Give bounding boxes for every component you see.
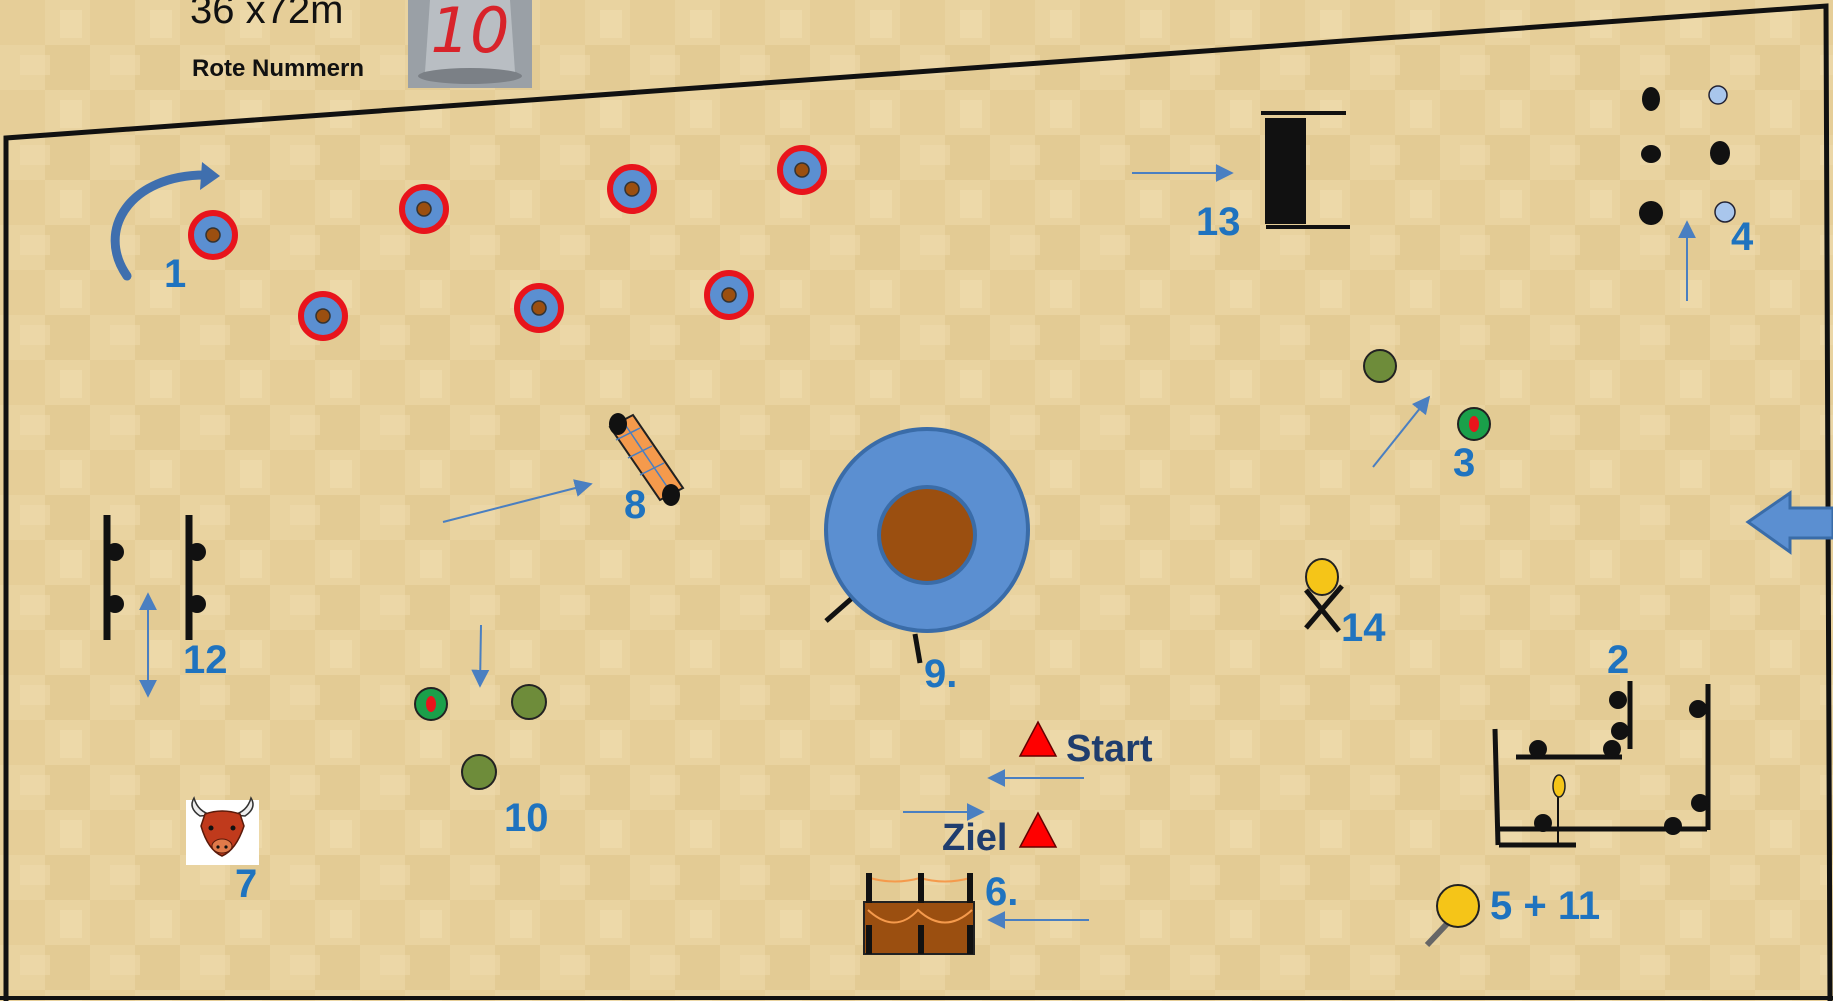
station-label: 13 [1196,200,1241,245]
barrel-marker [191,213,235,257]
start-label: Start [1066,728,1153,771]
barrel-marker [610,167,654,211]
station-label: 3 [1453,441,1475,486]
barrel-marker [780,148,824,192]
barrel-marker [301,294,345,338]
arena-size: 36 x72m [190,0,343,33]
finish-label: Ziel [942,817,1007,860]
bull-head-icon [186,798,259,865]
station-label: 8 [624,483,646,528]
station-label: 12 [183,638,228,683]
station-label: 9. [924,652,957,697]
marker-note: Rote Nummern [192,55,364,83]
station-label: 5 + 11 [1490,884,1600,929]
station-label: 7 [235,862,257,907]
station-label: 6. [985,870,1018,915]
station-label: 4 [1731,215,1753,260]
cone-number: 10 [431,0,510,67]
station-label: 1 [164,252,186,297]
station-label: 14 [1341,606,1386,651]
station-label: 10 [504,796,549,841]
station-label: 2 [1607,638,1629,683]
barrel-marker [517,286,561,330]
barrel-marker [402,187,446,231]
cone-photo-icon: 10 [408,0,532,88]
barrel-marker [707,273,751,317]
